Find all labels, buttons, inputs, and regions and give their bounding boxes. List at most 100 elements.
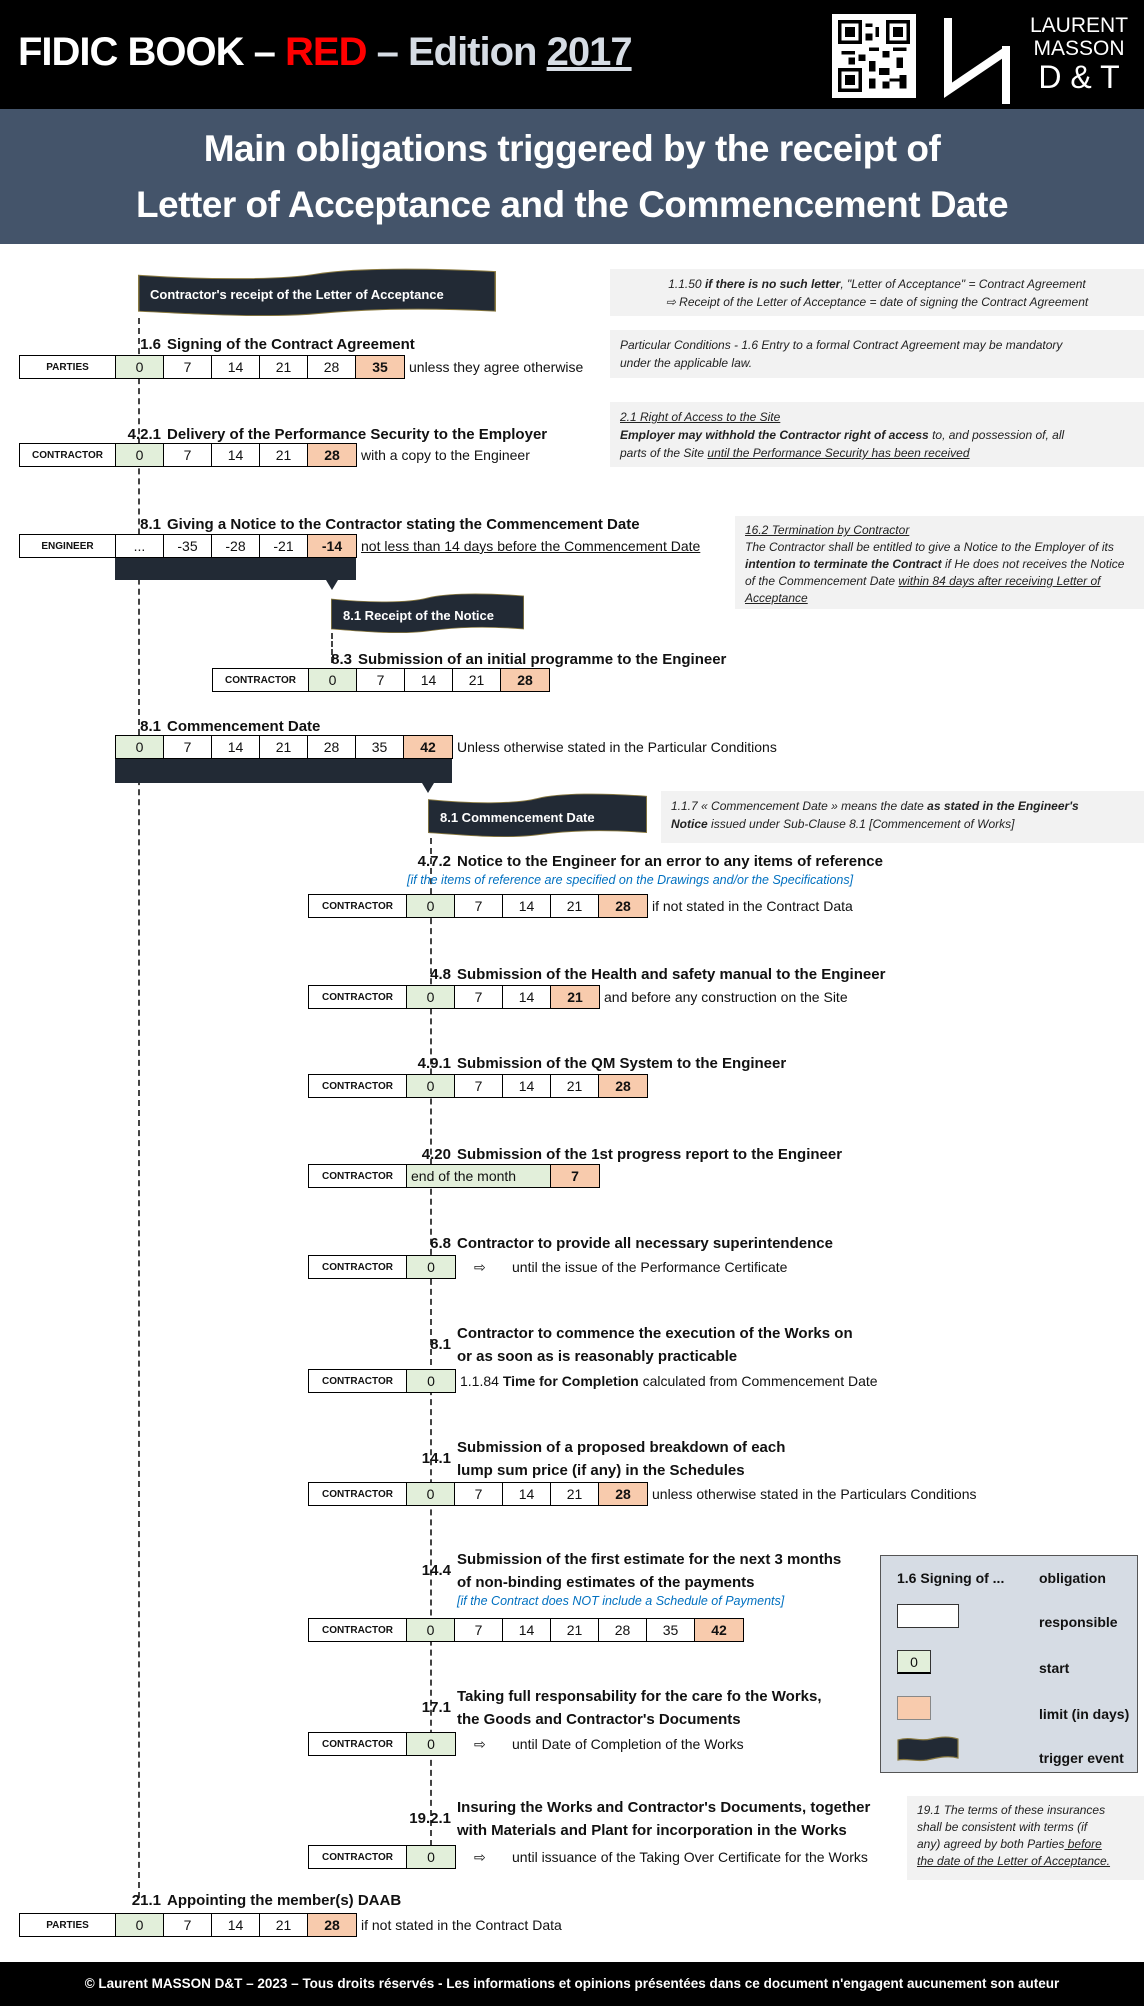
notice-period-bar <box>115 558 356 580</box>
note-text: until the Performance Security has been … <box>707 446 970 460</box>
legend-label-responsible: responsible <box>1039 1614 1118 1630</box>
day-cell: 7 <box>164 444 212 466</box>
responsible-party: CONTRACTOR <box>309 986 407 1008</box>
note-text: 1.1.7 « Commencement Date » means the da… <box>671 799 928 813</box>
trigger-event-banner: 8.1 Receipt of the Notice <box>331 593 524 633</box>
note-text: Acceptance <box>745 591 808 605</box>
legend-label-start: start <box>1039 1660 1070 1676</box>
day-cell: 14 <box>503 895 551 917</box>
commencement-bar <box>115 759 452 783</box>
start-day-cell: 0 <box>407 1733 455 1755</box>
day-cell: 14 <box>212 444 260 466</box>
clause-number: 1.6 <box>140 336 161 353</box>
note-text: under the applicable law. <box>620 356 753 370</box>
day-cell: 14 <box>503 986 551 1008</box>
obligation-condition-text: unless they agree otherwise <box>409 359 584 375</box>
limit-day-cell: 28 <box>501 669 549 691</box>
note-text: as stated in the Engineer's <box>927 799 1079 813</box>
start-day-cell: 0 <box>116 736 164 758</box>
start-day-cell: 0 <box>116 444 164 466</box>
day-cell: 7 <box>455 986 503 1008</box>
note-text: issued under Sub-Clause 8.1 [Commencemen… <box>707 817 1015 831</box>
day-cell: 7 <box>455 895 503 917</box>
obligation-condition-text: if not stated in the Contract Data <box>361 1917 562 1933</box>
obligation-condition-text: with a copy to the Engineer <box>361 447 530 463</box>
sub-timeline-line <box>430 838 432 1846</box>
logo-mark-icon <box>944 18 1010 104</box>
legend-swatch-responsible <box>897 1604 959 1628</box>
obligation-title: the Goods and Contractor's Documents <box>457 1711 741 1728</box>
day-cell: -35 <box>164 535 212 557</box>
obligation-condition-text: unless otherwise stated in the Particula… <box>652 1486 977 1502</box>
obligation-title: Commencement Date <box>167 718 321 735</box>
note-text: 2.1 Right of Access to the Site <box>620 410 781 424</box>
note-text: The Contractor shall be entitled to give… <box>745 540 1114 554</box>
arrow-down-icon <box>422 783 434 793</box>
day-cell: 21 <box>260 736 308 758</box>
limit-day-cell: 28 <box>599 895 647 917</box>
limit-day-cell: 28 <box>599 1075 647 1097</box>
clause-number: 21.1 <box>131 1892 161 1909</box>
note-line: parts of the Site until the Performance … <box>620 444 1134 462</box>
limit-day-cell: 35 <box>356 356 404 378</box>
obligation-title: Delivery of the Performance Security to … <box>167 426 548 443</box>
trigger-event-label: Contractor's receipt of the Letter of Ac… <box>150 286 444 302</box>
day-cell: 14 <box>503 1075 551 1097</box>
clause-number: 14.4 <box>421 1562 451 1579</box>
note-text: shall be consistent with terms (if <box>917 1820 1088 1834</box>
limit-day-cell: 28 <box>308 444 356 466</box>
note-text: to, and possession of, all <box>928 428 1065 442</box>
clause-number: 19.2.1 <box>409 1810 451 1827</box>
obligation-title: or as soon as is reasonably practicable <box>457 1348 738 1365</box>
note-text: ⇨ Receipt of the Letter of Acceptance = … <box>665 295 1089 309</box>
clause-number: 4.20 <box>421 1146 451 1163</box>
note-line: 19.1 The terms of these insurances <box>917 1802 1134 1819</box>
note-text: intention to terminate the Contract <box>745 557 942 571</box>
note-line: 2.1 Right of Access to the Site <box>620 408 1134 426</box>
start-day-cell: 0 <box>407 1370 455 1392</box>
condition-note: [if the items of reference are specified… <box>407 873 854 887</box>
limit-day-cell: 42 <box>404 736 452 758</box>
arrow-right-icon: ⇨ <box>474 1736 486 1752</box>
obligation-condition-text: not less than 14 days before the Commenc… <box>361 538 701 554</box>
arrow-right-icon: ⇨ <box>474 1849 486 1865</box>
responsible-party: CONTRACTOR <box>309 1733 407 1755</box>
obligation-title: with Materials and Plant for incorporati… <box>457 1822 847 1839</box>
day-cell: 21 <box>260 444 308 466</box>
limit-day-cell: 7 <box>551 1165 599 1187</box>
note-text: , "Letter of Acceptance" = Contract Agre… <box>840 277 1086 291</box>
legend-swatch-start: 0 <box>897 1650 931 1674</box>
note-line: The Contractor shall be entitled to give… <box>745 539 1134 556</box>
start-day-cell: 0 <box>407 986 455 1008</box>
note-line: Particular Conditions - 1.6 Entry to a f… <box>620 336 1134 354</box>
obligation-title: Signing of the Contract Agreement <box>167 336 415 353</box>
clause-number: 8.1 <box>430 1336 451 1353</box>
obligation-title: Submission of the Health and safety manu… <box>457 966 886 983</box>
clause-number: 4.2.1 <box>127 426 161 443</box>
main-timeline-line <box>138 318 140 1898</box>
qr-code[interactable] <box>832 14 916 98</box>
start-day-cell: 0 <box>407 1619 455 1641</box>
note-text: if He does not receives the Notice <box>941 557 1125 571</box>
start-day-cell: 0 <box>407 1256 455 1278</box>
obligation-title: Submission of the QM System to the Engin… <box>457 1055 787 1072</box>
obligation-condition-text: Unless otherwise stated in the Particula… <box>457 739 777 755</box>
note-line: ⇨ Receipt of the Letter of Acceptance = … <box>620 293 1134 311</box>
clause-number: 17.1 <box>421 1699 451 1716</box>
note-line: the date of the Letter of Acceptance. <box>917 1853 1134 1870</box>
clause-number: 6.8 <box>430 1235 451 1252</box>
suffix-part: calculated from Commencement Date <box>638 1373 878 1389</box>
note-text: any) agreed by both Parties <box>917 1837 1065 1851</box>
start-day-cell: 0 <box>407 895 455 917</box>
start-day-cell: 0 <box>309 669 357 691</box>
day-cell: 21 <box>260 1914 308 1936</box>
day-cell: 21 <box>551 895 599 917</box>
responsible-party: CONTRACTOR <box>309 1075 407 1097</box>
